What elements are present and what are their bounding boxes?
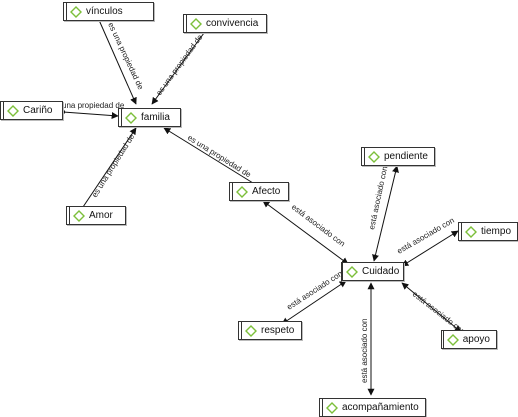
node-tiempo[interactable]: tiempo xyxy=(458,222,518,241)
edge-respeto-cuidado xyxy=(281,280,347,325)
node-acompanamiento[interactable]: acompañamiento xyxy=(319,398,426,417)
edge-tiempo-cuidado xyxy=(401,230,459,267)
node-label: apoyo xyxy=(462,334,490,345)
edge-label-afecto-familia: es una propiedad de xyxy=(186,133,253,180)
concept-icon xyxy=(73,209,85,222)
node-label: vínculos xyxy=(86,6,123,17)
concept-icon xyxy=(326,401,338,414)
concept-icon xyxy=(125,111,137,124)
concept-icon xyxy=(7,104,19,117)
node-pendiente[interactable]: pendiente xyxy=(361,147,435,166)
edge-carino-familia xyxy=(62,111,119,120)
node-convivencia[interactable]: convivencia xyxy=(183,14,267,33)
edge-label-convivencia-familia: es una propiedad de xyxy=(154,32,204,97)
node-familia[interactable]: familia xyxy=(118,108,181,127)
edge-afecto-cuidado xyxy=(262,200,349,265)
edge-apoyo-cuidado xyxy=(401,282,462,333)
edge-pendiente-cuidado xyxy=(372,165,399,262)
edge-vinculos-familia xyxy=(98,19,137,105)
concept-icon xyxy=(464,225,477,238)
concept-icon xyxy=(245,324,257,337)
node-label: acompañamiento xyxy=(342,402,419,413)
edge-afecto-familia xyxy=(163,127,254,184)
edge-amor-familia xyxy=(82,127,137,208)
node-label: Cuidado xyxy=(362,266,400,277)
node-label: familia xyxy=(141,112,170,123)
edge-label-pendiente-cuidado: está asociado con xyxy=(367,165,389,230)
concept-icon xyxy=(346,265,358,278)
node-respeto[interactable]: respeto xyxy=(238,321,302,340)
edge-label-tiempo-cuidado: está asociado con xyxy=(396,216,456,256)
concept-icon xyxy=(446,333,459,346)
node-cuidado[interactable]: Cuidado xyxy=(341,262,404,281)
edge-convivencia-familia xyxy=(151,32,205,105)
node-label: Cariño xyxy=(23,105,53,116)
node-label: convivencia xyxy=(206,18,259,29)
concept-icon xyxy=(236,185,248,198)
node-label: Amor xyxy=(89,210,113,221)
node-label: Afecto xyxy=(252,186,281,197)
concept-icon xyxy=(70,5,82,18)
node-carino[interactable]: Cariño xyxy=(0,101,63,120)
node-apoyo[interactable]: apoyo xyxy=(441,330,497,349)
concept-icon xyxy=(368,150,380,163)
edge-label-amor-familia: es una propiedad de xyxy=(90,132,137,199)
node-vinculos[interactable]: vínculos xyxy=(63,2,154,21)
node-label: tiempo xyxy=(480,226,511,237)
node-label: pendiente xyxy=(384,151,428,162)
node-label: respeto xyxy=(261,325,295,336)
edge-label-acompanamiento-cuidado: está asociado con xyxy=(360,319,369,384)
edge-label-respeto-cuidado: está asociado con xyxy=(285,269,344,312)
concept-icon xyxy=(190,17,202,30)
edge-label-carino-familia: una propiedad de xyxy=(62,101,125,110)
node-amor[interactable]: Amor xyxy=(66,206,126,225)
node-afecto[interactable]: Afecto xyxy=(229,182,289,201)
